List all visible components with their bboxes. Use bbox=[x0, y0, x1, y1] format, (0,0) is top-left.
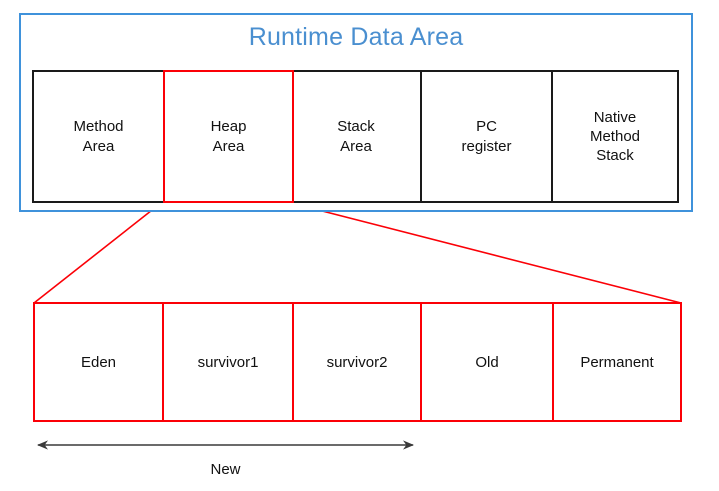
heap-generation-permanent[interactable]: Permanent bbox=[554, 304, 680, 420]
heap-generation-survivor1[interactable]: survivor1 bbox=[164, 304, 294, 420]
connector-line-left bbox=[33, 202, 162, 304]
memory-region-label: Stack Area bbox=[337, 118, 375, 155]
heap-detail-row: Eden survivor1 survivor2 Old Permanent bbox=[33, 302, 682, 422]
heap-generation-survivor2[interactable]: survivor2 bbox=[294, 304, 422, 420]
heap-generation-eden[interactable]: Eden bbox=[35, 304, 164, 420]
page-title: Runtime Data Area bbox=[248, 23, 464, 51]
memory-region-native-method-stack[interactable]: Native Method Stack bbox=[553, 72, 677, 201]
heap-generation-label: Eden bbox=[80, 353, 117, 371]
heap-generation-label: Permanent bbox=[580, 353, 654, 371]
memory-region-label: PC register bbox=[461, 118, 512, 155]
memory-region-label: Heap Area bbox=[210, 118, 247, 155]
heap-generation-label: survivor1 bbox=[197, 353, 259, 371]
new-generation-label: New bbox=[210, 461, 241, 478]
memory-region-label: Native Method Stack bbox=[589, 108, 641, 165]
memory-region-pc-register[interactable]: PC register bbox=[422, 72, 553, 201]
memory-region-heap-area[interactable]: Heap Area bbox=[163, 70, 294, 203]
heap-generation-label: survivor2 bbox=[326, 353, 388, 371]
memory-region-stack-area[interactable]: Stack Area bbox=[292, 72, 422, 201]
memory-region-method-area[interactable]: Method Area bbox=[34, 72, 165, 201]
heap-generation-old[interactable]: Old bbox=[422, 304, 554, 420]
memory-region-label: Method Area bbox=[73, 118, 124, 155]
connector-line-right bbox=[290, 202, 682, 304]
heap-generation-label: Old bbox=[475, 353, 499, 371]
memory-regions-row: Method Area Heap Area Stack Area PC regi… bbox=[32, 70, 679, 203]
